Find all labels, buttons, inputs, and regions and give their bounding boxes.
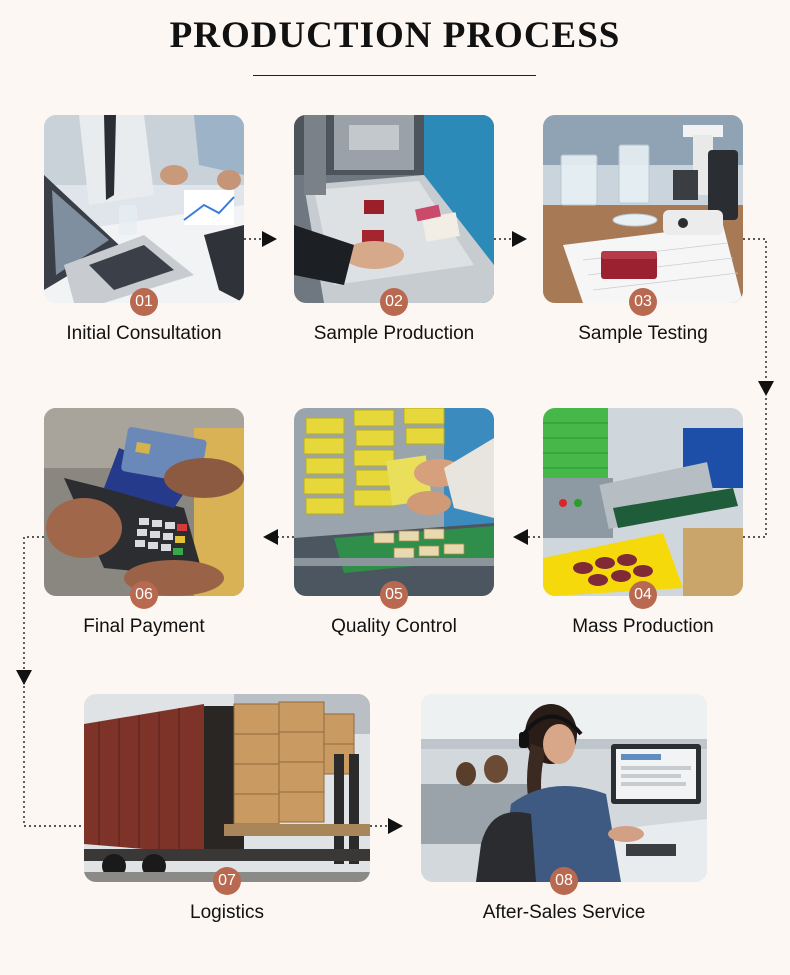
step-photo-meeting: [44, 115, 244, 303]
title-underline: [253, 75, 536, 76]
step-label: Quality Control: [331, 616, 457, 637]
step-number-badge: 04: [629, 581, 657, 609]
step-label: After-Sales Service: [482, 902, 646, 923]
step-label: Sample Production: [313, 323, 475, 344]
step-number-badge: 06: [130, 581, 158, 609]
step-label: Mass Production: [572, 616, 714, 637]
step-photo-mass-production: [543, 408, 743, 596]
step-photo-production-line: [294, 115, 494, 303]
step-number-badge: 05: [380, 581, 408, 609]
step-label: Initial Consultation: [66, 323, 222, 344]
step-number-badge: 07: [213, 867, 241, 895]
connector-07-08-lead: [23, 686, 84, 827]
step-photo-quality-control: [294, 408, 494, 596]
arrow-right-icon: [512, 231, 527, 247]
connector-03-04: [743, 238, 767, 382]
step-photo-laboratory: [543, 115, 743, 303]
step-photo-after-sales: [421, 694, 707, 882]
step-label: Final Payment: [83, 616, 205, 637]
step-number-badge: 08: [550, 867, 578, 895]
arrow-down-icon: [758, 381, 774, 396]
step-number-badge: 03: [629, 288, 657, 316]
step-photo-payment: [44, 408, 244, 596]
arrow-left-icon: [513, 529, 528, 545]
arrow-right-icon: [388, 818, 403, 834]
step-number-badge: 02: [380, 288, 408, 316]
step-photo-logistics: [84, 694, 370, 882]
connector-06-07: [23, 536, 44, 672]
connector-04-05: [528, 398, 767, 538]
page-title: PRODUCTION PROCESS: [169, 15, 621, 56]
arrow-right-icon: [262, 231, 277, 247]
step-label: Sample Testing: [578, 323, 708, 344]
step-label: Logistics: [190, 902, 264, 923]
arrow-down-icon: [16, 670, 32, 685]
step-number-badge: 01: [130, 288, 158, 316]
arrow-left-icon: [263, 529, 278, 545]
